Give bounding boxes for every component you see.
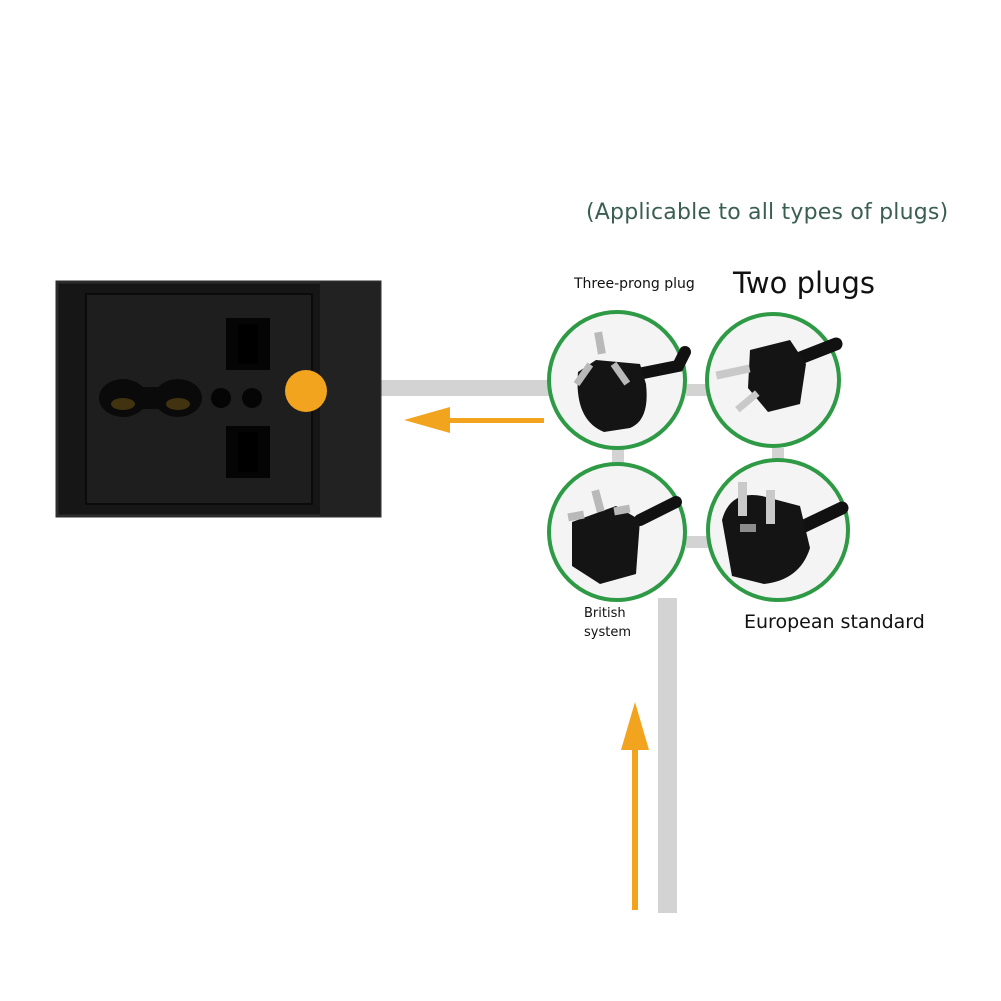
british-plug-icon <box>547 462 687 602</box>
universal-socket-icon <box>55 280 382 518</box>
british-system-label: British system <box>584 604 631 642</box>
arrow-up-icon <box>621 702 649 910</box>
applicability-note: (Applicable to all types of plugs) <box>586 200 949 225</box>
connection-point <box>285 370 327 412</box>
two-plugs-label: Two plugs <box>733 266 875 300</box>
british-label-line2: system <box>584 625 631 640</box>
three-prong-plug-icon <box>547 310 691 450</box>
european-standard-label: European standard <box>744 611 925 633</box>
british-label-line1: British <box>584 606 626 621</box>
european-plug-icon <box>706 458 850 602</box>
arrow-left-icon <box>404 407 544 433</box>
three-prong-plug-label: Three-prong plug <box>574 276 695 292</box>
two-pin-plug-icon <box>705 312 843 448</box>
